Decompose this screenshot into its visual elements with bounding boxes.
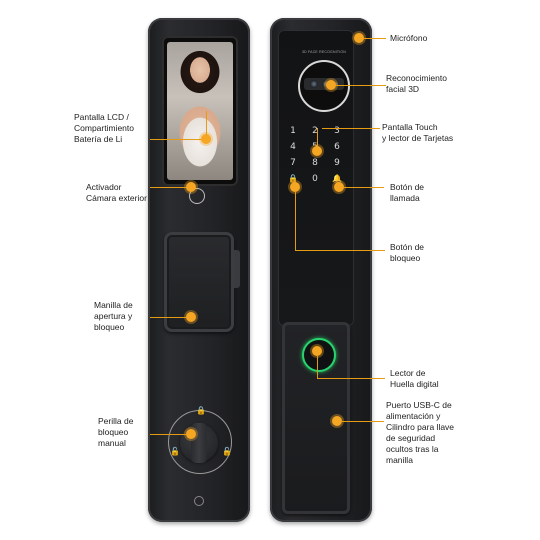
callout-line-lcd	[150, 139, 201, 140]
callout-line-handle	[150, 317, 186, 318]
callout-dot-face	[326, 80, 336, 90]
callout-line-call	[344, 187, 384, 188]
callout-line-lock-v	[295, 192, 296, 250]
label-lcd: Pantalla LCD / Compartimiento Batería de…	[74, 112, 134, 144]
label-handle: Manilla de apertura y bloqueo	[94, 300, 133, 332]
key-1[interactable]: 1	[290, 126, 296, 136]
bell-key-icon[interactable]: 🔔	[332, 174, 342, 183]
callout-line-camera	[150, 187, 186, 188]
screw-icon	[194, 496, 204, 506]
label-fingerprint: Lector de Huella digital	[390, 368, 439, 389]
exterior-lock-body: 🔒 🔓 🔓	[148, 18, 250, 522]
front-lock-body: 3D FACE RECOGNITION 1 2 3 4 5 6 7 8 9 🔒 …	[270, 18, 372, 522]
callout-dot-mic	[354, 33, 364, 43]
callout-dot-lock	[290, 182, 300, 192]
label-usb-port: Puerto USB-C de alimentación y Cilindro …	[386, 400, 455, 465]
callout-line-touch	[322, 128, 380, 129]
label-call-button: Botón de llamada	[390, 182, 425, 203]
key-2[interactable]: 2	[312, 126, 318, 136]
door-handle[interactable]	[164, 232, 234, 332]
label-knob: Perilla de bloqueo manual	[98, 416, 134, 448]
key-8[interactable]: 8	[312, 158, 318, 168]
key-9[interactable]: 9	[334, 158, 340, 168]
lock-open-icon: 🔓	[170, 447, 180, 456]
ir-sensor-icon	[333, 81, 339, 87]
label-camera-activator: Activador Cámara exterior	[86, 182, 147, 203]
callout-dot-knob	[186, 429, 196, 439]
callout-dot-call	[334, 182, 344, 192]
callout-dot-handle	[186, 312, 196, 322]
callout-line-usb	[342, 421, 384, 422]
callout-dot-usb	[332, 416, 342, 426]
callout-dot-fingerprint	[312, 346, 322, 356]
key-4[interactable]: 4	[290, 142, 296, 152]
callout-line-fp-v	[317, 356, 318, 378]
callout-line-fingerprint	[317, 378, 385, 379]
lock-closed-icon: 🔒	[196, 406, 206, 415]
label-microphone: Micrófono	[390, 33, 428, 43]
lcd-screen[interactable]	[162, 36, 238, 186]
callout-line-mic	[364, 38, 386, 39]
camera-badge: 3D FACE RECOGNITION	[301, 50, 347, 54]
callout-dot-touch	[312, 146, 322, 156]
camera-lens-icon	[310, 80, 318, 88]
key-3[interactable]: 3	[334, 126, 340, 136]
lock-open-icon: 🔓	[222, 447, 232, 456]
callout-line-face	[336, 85, 386, 86]
callout-line-lock	[295, 250, 385, 251]
callout-line-lcd-v	[206, 111, 207, 135]
callout-dot-camera	[186, 182, 196, 192]
label-face-recognition: Reconocimiento facial 3D	[386, 73, 447, 94]
glass-face-panel: 3D FACE RECOGNITION	[278, 30, 354, 326]
lock-key-icon[interactable]: 🔒	[288, 174, 298, 183]
callout-line-knob	[150, 434, 186, 435]
label-lock-button: Botón de bloqueo	[390, 242, 425, 263]
camera-activator-button[interactable]	[189, 188, 205, 204]
key-6[interactable]: 6	[334, 142, 340, 152]
key-7[interactable]: 7	[290, 158, 296, 168]
callout-dot-lcd	[201, 134, 211, 144]
handle-side-edge	[234, 250, 240, 288]
knob-ring	[168, 410, 232, 474]
camera-preview-image	[167, 42, 233, 180]
callout-line-touch-v	[317, 128, 318, 146]
key-0[interactable]: 0	[312, 174, 318, 184]
label-touch-screen: Pantalla Touch y lector de Tarjetas	[382, 122, 454, 143]
